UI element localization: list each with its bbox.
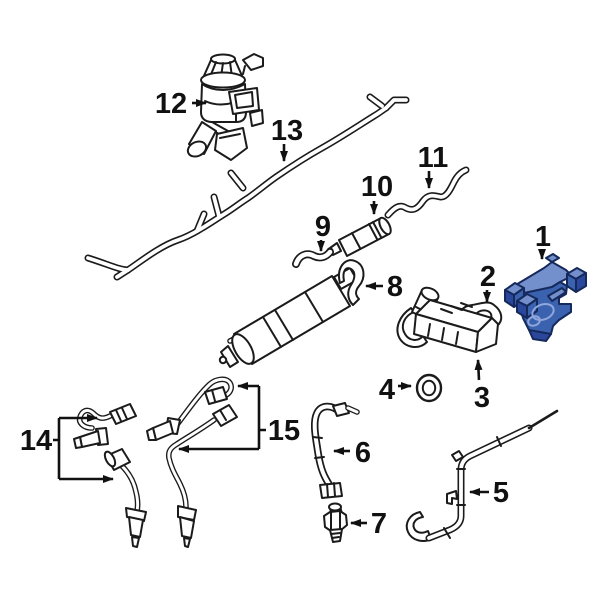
- callout-10-label[interactable]: 10: [361, 171, 393, 203]
- callout-9-label[interactable]: 9: [315, 211, 331, 243]
- callout-1[interactable]: 1: [535, 221, 551, 260]
- part-4-seal[interactable]: [415, 373, 443, 403]
- part-14-sensors[interactable]: [73, 403, 147, 548]
- callout-10[interactable]: 10: [361, 171, 393, 215]
- part-5-tube[interactable]: [405, 409, 559, 542]
- part-11-hose[interactable]: [384, 166, 470, 219]
- callout-12[interactable]: 12: [155, 88, 207, 120]
- callout-3-arrow: [474, 359, 483, 381]
- part-7-sensor[interactable]: [323, 502, 348, 543]
- callout-14[interactable]: 14: [20, 414, 114, 483]
- callout-6[interactable]: 6: [333, 437, 371, 469]
- callout-8-label[interactable]: 8: [387, 271, 403, 303]
- callout-5[interactable]: 5: [469, 477, 509, 509]
- part-10-valve[interactable]: [326, 216, 393, 257]
- part-13-tube-harness[interactable]: [84, 93, 410, 281]
- part-9-hose[interactable]: [292, 248, 334, 268]
- part-8-canister[interactable]: [218, 259, 365, 368]
- part-15-sensors[interactable]: [146, 376, 238, 548]
- callout-8[interactable]: 8: [365, 271, 403, 303]
- callout-15-label[interactable]: 15: [268, 415, 300, 447]
- part-1-highlighted-solenoid[interactable]: [504, 253, 587, 342]
- callout-5-label[interactable]: 5: [493, 477, 509, 509]
- callout-11-label[interactable]: 11: [418, 142, 449, 174]
- callouts: 1 2 3 4 5 6 7 8: [20, 88, 551, 540]
- part-3-bracket-assembly[interactable]: [396, 285, 499, 353]
- callout-3-label[interactable]: 3: [474, 382, 490, 414]
- callout-12-label[interactable]: 12: [155, 88, 187, 120]
- part-6-tube[interactable]: [310, 402, 360, 499]
- callout-4[interactable]: 4: [379, 374, 412, 406]
- callout-4-label[interactable]: 4: [379, 374, 395, 406]
- callout-15[interactable]: 15: [178, 382, 300, 453]
- callout-13[interactable]: 13: [271, 115, 303, 162]
- callout-14-bracket: [53, 418, 61, 479]
- part-12-valve[interactable]: [185, 53, 264, 161]
- callout-14-label[interactable]: 14: [20, 425, 52, 457]
- callout-7-label[interactable]: 7: [371, 508, 387, 540]
- callout-2-label[interactable]: 2: [480, 261, 496, 293]
- callout-3[interactable]: 3: [474, 359, 490, 414]
- callout-1-label[interactable]: 1: [535, 221, 551, 253]
- callout-11[interactable]: 11: [418, 142, 449, 189]
- callout-6-label[interactable]: 6: [355, 437, 371, 469]
- callout-2[interactable]: 2: [480, 261, 496, 303]
- callout-13-label[interactable]: 13: [271, 115, 303, 147]
- callout-15-bracket: [257, 386, 266, 449]
- callout-7[interactable]: 7: [350, 508, 387, 540]
- callout-9[interactable]: 9: [315, 211, 331, 252]
